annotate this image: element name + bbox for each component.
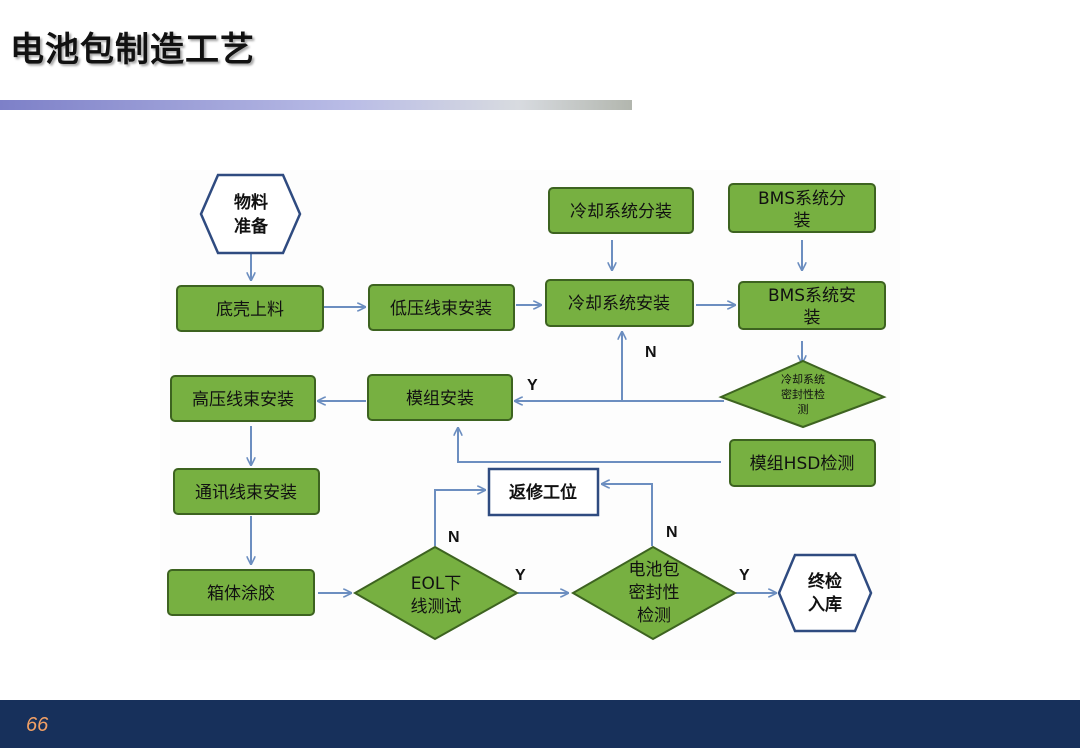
node-eol-test: EOL下 线测试 bbox=[352, 545, 520, 641]
footer-bar: 66 bbox=[0, 700, 1080, 748]
node-eol-test-line1: EOL下 bbox=[411, 574, 462, 594]
node-bms-install-line2: 装 bbox=[804, 308, 821, 328]
node-cooling-seal-check: 冷却系统 密封性检 测 bbox=[718, 359, 887, 429]
node-module-install: 模组安装 bbox=[367, 374, 513, 421]
arrow-hsd-to-module-install bbox=[458, 428, 721, 463]
node-bottom-shell: 底壳上料 bbox=[176, 285, 324, 332]
node-bms-subassembly-line2: 装 bbox=[794, 211, 811, 231]
process-flowchart: 物料 准备 底壳上料 低压线束安装 冷却系统分装 冷却系统安装 BMS系统分 装… bbox=[167, 173, 887, 641]
node-eol-test-line2: 线测试 bbox=[411, 597, 462, 617]
node-cooling-install-label: 冷却系统安装 bbox=[568, 294, 670, 314]
node-hv-harness-label: 高压线束安装 bbox=[192, 390, 294, 410]
node-final-inspection-line2: 入库 bbox=[808, 594, 842, 615]
node-bms-subassembly: BMS系统分 装 bbox=[728, 183, 876, 233]
node-material-preparation-line1: 物料 bbox=[234, 192, 268, 213]
node-pack-seal-check-line2: 密封性 bbox=[629, 583, 680, 603]
node-module-hsd-check-label: 模组HSD检测 bbox=[750, 454, 855, 474]
node-box-glue-label: 箱体涂胶 bbox=[207, 584, 275, 604]
node-material-preparation-line2: 准备 bbox=[234, 216, 269, 237]
label-yes-pack-seal: Y bbox=[739, 567, 750, 584]
node-cooling-seal-check-line3: 测 bbox=[798, 403, 809, 416]
node-pack-seal-check-line1: 电池包 bbox=[629, 560, 680, 580]
node-final-inspection: 终检 入库 bbox=[777, 553, 873, 633]
node-comm-harness-label: 通讯线束安装 bbox=[195, 483, 297, 503]
label-no-eol: N bbox=[448, 529, 460, 546]
node-comm-harness: 通讯线束安装 bbox=[173, 468, 320, 515]
node-pack-seal-check-line3: 检测 bbox=[637, 606, 671, 626]
node-cooling-subassembly: 冷却系统分装 bbox=[548, 187, 694, 234]
node-cooling-install: 冷却系统安装 bbox=[545, 279, 694, 327]
node-bottom-shell-label: 底壳上料 bbox=[216, 300, 284, 320]
node-cooling-seal-check-line1: 冷却系统 bbox=[781, 373, 825, 386]
node-module-install-label: 模组安装 bbox=[406, 389, 474, 409]
node-cooling-subassembly-label: 冷却系统分装 bbox=[570, 202, 672, 222]
title-underline-bar bbox=[0, 100, 632, 110]
label-no-pack-seal: N bbox=[666, 524, 678, 541]
node-rework-station-label: 返修工位 bbox=[509, 482, 577, 503]
node-lv-harness-label: 低压线束安装 bbox=[390, 299, 492, 319]
arrow-pack-seal-no-to-rework bbox=[602, 484, 653, 546]
page-number: 66 bbox=[26, 714, 49, 736]
arrow-eol-no-to-rework bbox=[434, 490, 485, 546]
label-yes-eol: Y bbox=[515, 567, 526, 584]
node-bms-install-line1: BMS系统安 bbox=[768, 286, 856, 306]
node-cooling-seal-check-line2: 密封性检 bbox=[781, 387, 825, 401]
node-rework-station: 返修工位 bbox=[487, 467, 600, 517]
node-final-inspection-line1: 终检 bbox=[808, 571, 842, 592]
label-yes-cooling-seal: Y bbox=[527, 377, 538, 394]
label-no-cooling-seal: N bbox=[645, 344, 657, 361]
node-hv-harness: 高压线束安装 bbox=[170, 375, 316, 422]
slide-title: 电池包制造工艺 bbox=[10, 30, 255, 70]
node-material-preparation: 物料 准备 bbox=[199, 173, 302, 255]
node-box-glue: 箱体涂胶 bbox=[167, 569, 315, 616]
node-bms-subassembly-line1: BMS系统分 bbox=[758, 189, 846, 209]
node-lv-harness: 低压线束安装 bbox=[368, 284, 515, 331]
node-pack-seal-check: 电池包 密封性 检测 bbox=[570, 545, 738, 641]
node-bms-install: BMS系统安 装 bbox=[738, 281, 886, 330]
node-module-hsd-check: 模组HSD检测 bbox=[729, 439, 876, 487]
